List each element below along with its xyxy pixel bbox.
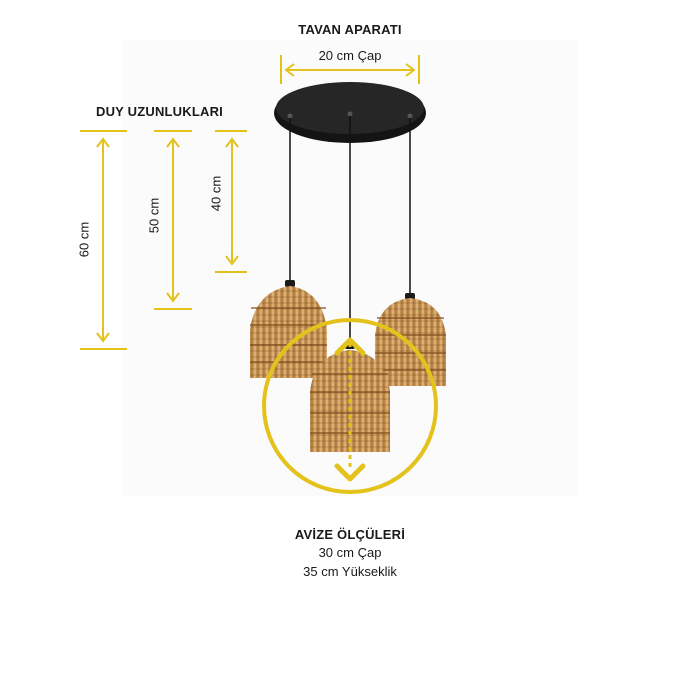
ceiling-diameter-label: 20 cm Çap <box>318 48 382 63</box>
socket-length-arrow-40 <box>215 130 247 273</box>
ceiling-fixture-title: TAVAN APARATI <box>298 22 402 37</box>
socket-length-label-40: 40 cm <box>208 175 224 212</box>
ceiling-diameter-arrow <box>280 55 420 84</box>
socket-lengths-title: DUY UZUNLUKLARI <box>96 104 223 119</box>
socket-length-label-50: 50 cm <box>146 197 162 234</box>
lamp-highlight-circle <box>262 318 438 494</box>
ceiling-canopy <box>274 82 426 143</box>
rattan-lamp-left <box>250 280 327 378</box>
pendant-cords <box>289 116 411 345</box>
lamp-dimensions-title: AVİZE ÖLÇÜLERİ <box>294 527 406 542</box>
lamp-height-arrow <box>334 337 366 482</box>
lamp-diameter-label: 30 cm Çap <box>318 545 382 560</box>
socket-length-arrow-60 <box>80 130 127 350</box>
socket-length-label-60: 60 cm <box>76 221 92 258</box>
rattan-lamp-right <box>375 293 446 386</box>
lamp-height-label: 35 cm Yükseklik <box>303 564 397 579</box>
socket-length-arrow-50 <box>154 130 192 310</box>
